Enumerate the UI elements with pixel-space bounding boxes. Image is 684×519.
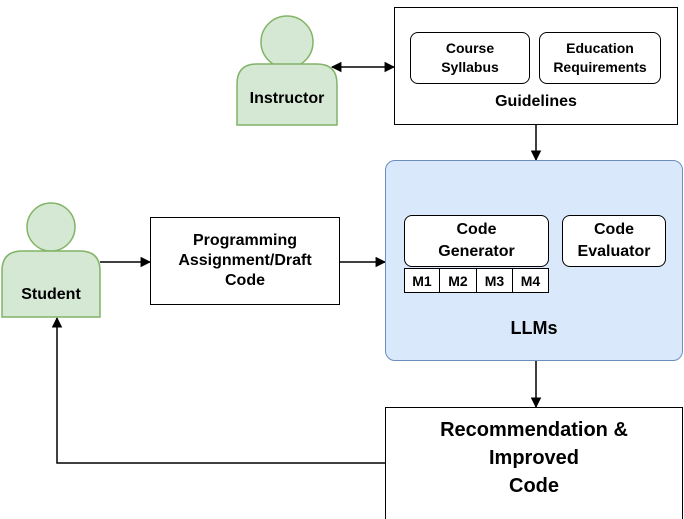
course-syllabus-box: Course Syllabus bbox=[410, 32, 530, 84]
llms-title: LLMs bbox=[510, 317, 558, 338]
model-cell-m4: M4 bbox=[512, 268, 549, 293]
programming-assignment-box: Programming Assignment/Draft Code bbox=[150, 217, 340, 305]
student-person-icon bbox=[1, 202, 101, 318]
model-cell-m3: M3 bbox=[476, 268, 513, 293]
model-cell-m1: M1 bbox=[404, 268, 440, 293]
code-generator-box: Code Generator bbox=[404, 215, 549, 267]
recommendation-student-arrow bbox=[51, 316, 385, 464]
student-actor: Student bbox=[1, 200, 101, 318]
education-requirements-box: Education Requirements bbox=[539, 32, 661, 84]
instructor-label: Instructor bbox=[249, 90, 325, 107]
instructor-person-icon bbox=[236, 15, 338, 126]
instructor-actor: Instructor bbox=[236, 8, 338, 126]
student-label: Student bbox=[21, 286, 81, 303]
recommendation-box: Recommendation & Improved Code bbox=[385, 407, 683, 519]
guidelines-title: Guidelines bbox=[495, 93, 577, 110]
model-cell-m2: M2 bbox=[439, 268, 477, 293]
code-evaluator-box: Code Evaluator bbox=[562, 215, 666, 267]
